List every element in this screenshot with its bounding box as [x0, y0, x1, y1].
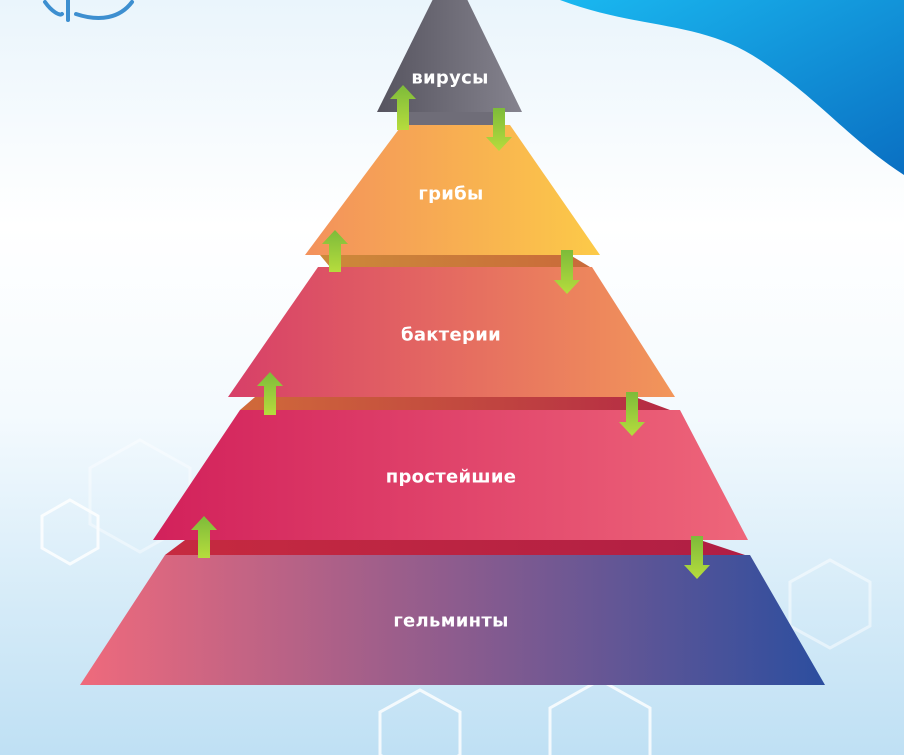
- arrow-up-icon: [191, 516, 217, 558]
- ribbon-connector: [165, 540, 745, 555]
- arrow-down-icon: [554, 250, 580, 294]
- logo-icon: [43, 0, 134, 22]
- tier-fungi: [305, 125, 600, 255]
- ribbon-connector: [240, 397, 670, 410]
- tier-bacteria: [228, 267, 675, 397]
- tier-label-viruses: вирусы: [411, 67, 489, 89]
- tier-label-protozoa: простейшие: [385, 466, 517, 488]
- arrow-down-icon: [684, 536, 710, 579]
- arrow-down-icon: [486, 108, 512, 151]
- tier-viruses: [377, 0, 522, 112]
- hexagon-decor: [40, 438, 872, 755]
- arrow-up-icon: [322, 230, 348, 272]
- ribbon-connector: [400, 112, 505, 125]
- arrow-up-icon: [257, 372, 283, 415]
- arrow-up-icon: [390, 85, 416, 130]
- background-wave: [560, 0, 904, 175]
- arrow-down-icon: [619, 392, 645, 436]
- tier-label-bacteria: бактерии: [400, 324, 502, 346]
- tier-label-helminths: гельминты: [393, 610, 509, 632]
- tier-protozoa: [153, 410, 748, 540]
- tier-helminths: [80, 555, 825, 685]
- ribbon-connector: [320, 255, 590, 267]
- tier-label-fungi: грибы: [418, 183, 484, 205]
